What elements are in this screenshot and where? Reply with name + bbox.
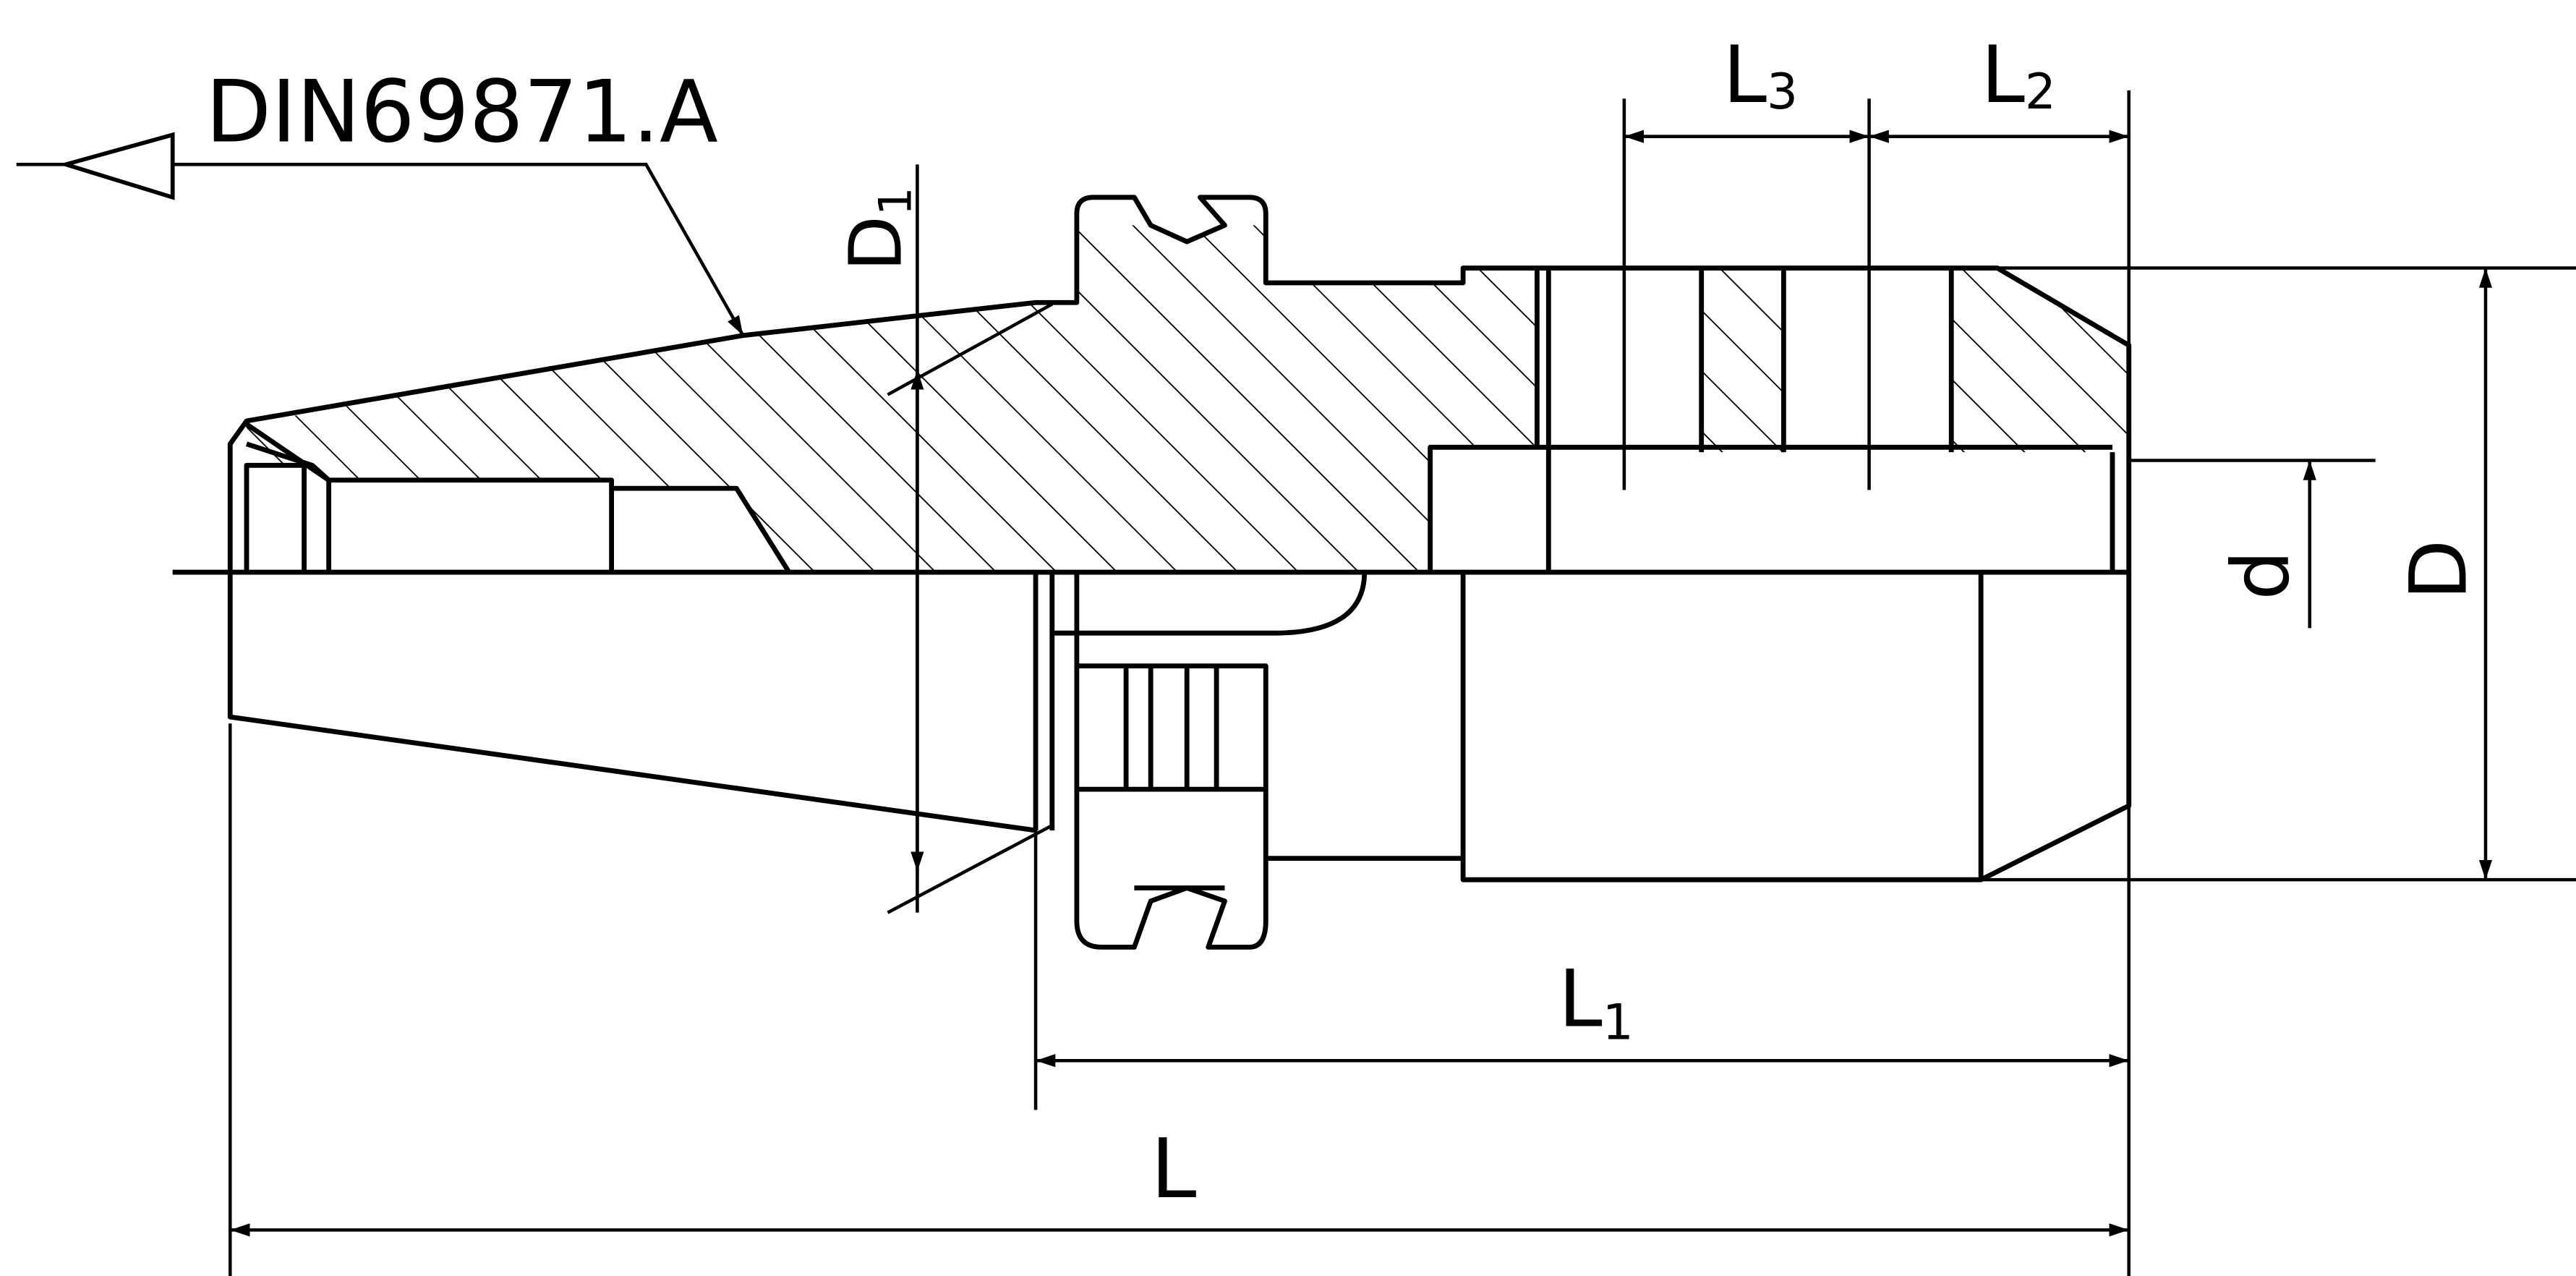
bore-contour-top (244, 462, 791, 574)
taper-hatch (246, 225, 1538, 573)
body-outline-bottom (1460, 572, 2132, 882)
lower-view (227, 572, 2132, 950)
upper-section (227, 195, 2132, 574)
label-L3: L3 (1723, 29, 1798, 121)
web-hatch (1701, 268, 1784, 453)
nose-hatch (1951, 268, 2129, 453)
label-L2: L2 (1981, 29, 2056, 121)
outer-contour-top (227, 195, 2132, 573)
taper-outline-bottom (227, 572, 1036, 833)
label-L1: L1 (1558, 953, 1634, 1050)
standard-label: DIN69871.A (205, 61, 718, 161)
din-arrow-icon (58, 132, 175, 200)
label-L: L (1151, 1121, 1196, 1217)
din-leader (172, 163, 745, 336)
label-d: d (2215, 550, 2307, 600)
dimensions (16, 90, 2576, 1276)
label-D1: D1 (834, 187, 922, 271)
label-D: D (2393, 540, 2485, 600)
